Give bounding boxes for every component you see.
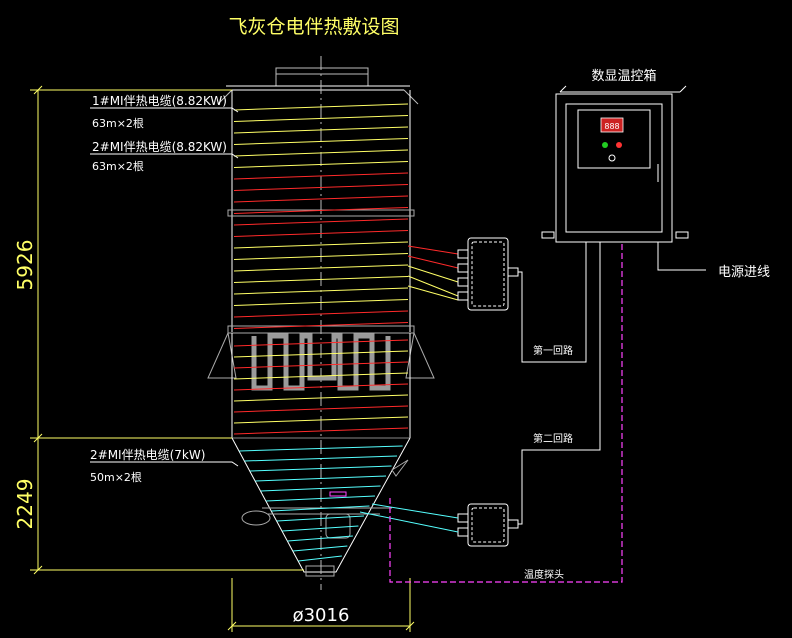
cable-wrap-cone xyxy=(298,555,342,562)
cable-lead-upper xyxy=(407,255,459,269)
cable-wrap-lower xyxy=(233,416,409,424)
cable-wrap-upper xyxy=(233,172,409,180)
cable-wrap-upper xyxy=(233,195,409,203)
cable-lead-upper xyxy=(407,245,459,255)
cable-wrap-cone xyxy=(266,495,375,502)
cable-wrap-cone xyxy=(282,525,359,532)
cable-wrap-lower xyxy=(233,350,409,358)
cable-wrap-upper xyxy=(233,149,409,157)
temperature-probe xyxy=(329,491,347,497)
temperature-display-value: 888 xyxy=(604,122,619,131)
cable-wrap-upper xyxy=(233,264,409,272)
cable-wrap-upper xyxy=(233,241,409,249)
dimension-lines xyxy=(30,85,415,632)
silo-cone xyxy=(231,437,411,573)
cable-1-length: 63m×2根 xyxy=(92,116,144,130)
junction-box-upper xyxy=(457,237,519,311)
silo xyxy=(207,56,435,590)
cable-wrap-upper xyxy=(233,287,409,295)
silo-top-railing xyxy=(275,67,369,87)
cable-wrap-lower xyxy=(233,339,409,347)
lower-cable-leads xyxy=(359,503,459,533)
cable-wrap-upper xyxy=(233,310,409,318)
temperature-display xyxy=(600,117,624,133)
cable-wrap-cone xyxy=(239,445,403,452)
cable-wrap-lower xyxy=(233,405,409,413)
cable-wrap-cone xyxy=(276,515,364,522)
circuit-wiring xyxy=(518,242,706,525)
cable-wrap-cone xyxy=(271,505,370,512)
cable-lead-upper xyxy=(407,265,459,283)
dimension-lower-height: 2249 xyxy=(13,479,37,530)
cable-wrap-upper xyxy=(233,207,409,214)
cable-wrap-upper xyxy=(233,218,409,226)
cable-wrap-lower xyxy=(233,383,409,391)
support-frame-meander xyxy=(251,333,391,391)
cable-wrap-upper xyxy=(233,126,409,134)
cable-wrap-cone xyxy=(244,455,398,462)
control-box xyxy=(541,85,689,243)
diagram-title: 飞灰仓电伴热敷设图 xyxy=(228,16,399,38)
power-inlet-label: 电源进线 xyxy=(718,265,770,280)
cable-3-name: 2#MI伴热电缆(7kW) xyxy=(90,448,205,462)
temperature-probe-line xyxy=(389,242,623,583)
cable-wrap-lower xyxy=(233,427,409,435)
dimension-diameter: ø3016 xyxy=(293,605,350,626)
cable-wrap-upper xyxy=(233,322,409,329)
cable-2-name: 2#MI伴热电缆(8.82KW) xyxy=(92,140,227,154)
cable-wrap-lower xyxy=(233,361,409,369)
cable-3-length: 50m×2根 xyxy=(90,470,142,484)
junction-box-lower xyxy=(457,503,519,547)
cable-wrap-upper xyxy=(233,230,409,237)
cable-wrap-upper xyxy=(233,115,409,122)
cable-wrap-cone xyxy=(250,465,392,472)
cable-wrap-upper xyxy=(233,299,409,306)
cable-label-leaders xyxy=(90,107,239,467)
cable-wrap-lower xyxy=(233,394,409,402)
red-indicator-light xyxy=(616,142,622,148)
cable-wrap-upper xyxy=(233,184,409,191)
heat-tracing-cables xyxy=(233,103,459,562)
cable-1-name: 1#MI伴热电缆(8.82KW) xyxy=(92,94,227,108)
cable-wrap-upper xyxy=(233,138,409,145)
cable-wrap-cone xyxy=(255,475,387,482)
dimension-upper-height: 5926 xyxy=(13,240,37,291)
cable-wrap-upper xyxy=(233,276,409,283)
cable-lead-upper xyxy=(407,275,459,297)
silo-outlet xyxy=(305,565,335,577)
cable-wrap-lower xyxy=(233,372,409,380)
cable-wrap-upper xyxy=(233,161,409,168)
green-indicator-light xyxy=(602,142,608,148)
cone-equipment-left xyxy=(241,510,271,526)
cable-wrap-upper xyxy=(233,253,409,260)
second-circuit-label: 第二回路 xyxy=(533,432,573,445)
first-circuit-label: 第一回路 xyxy=(533,344,573,357)
cable-lead-upper xyxy=(407,285,459,301)
cable-wrap-cone xyxy=(287,535,353,542)
cable-wrap-cone xyxy=(292,545,348,552)
cable-wrap-cone xyxy=(260,485,381,492)
control-box-label: 数显温控箱 xyxy=(591,68,656,84)
cable-2-length: 63m×2根 xyxy=(92,159,144,173)
temperature-probe-label: 温度探头 xyxy=(524,568,564,581)
cable-wrap-upper xyxy=(233,103,409,111)
